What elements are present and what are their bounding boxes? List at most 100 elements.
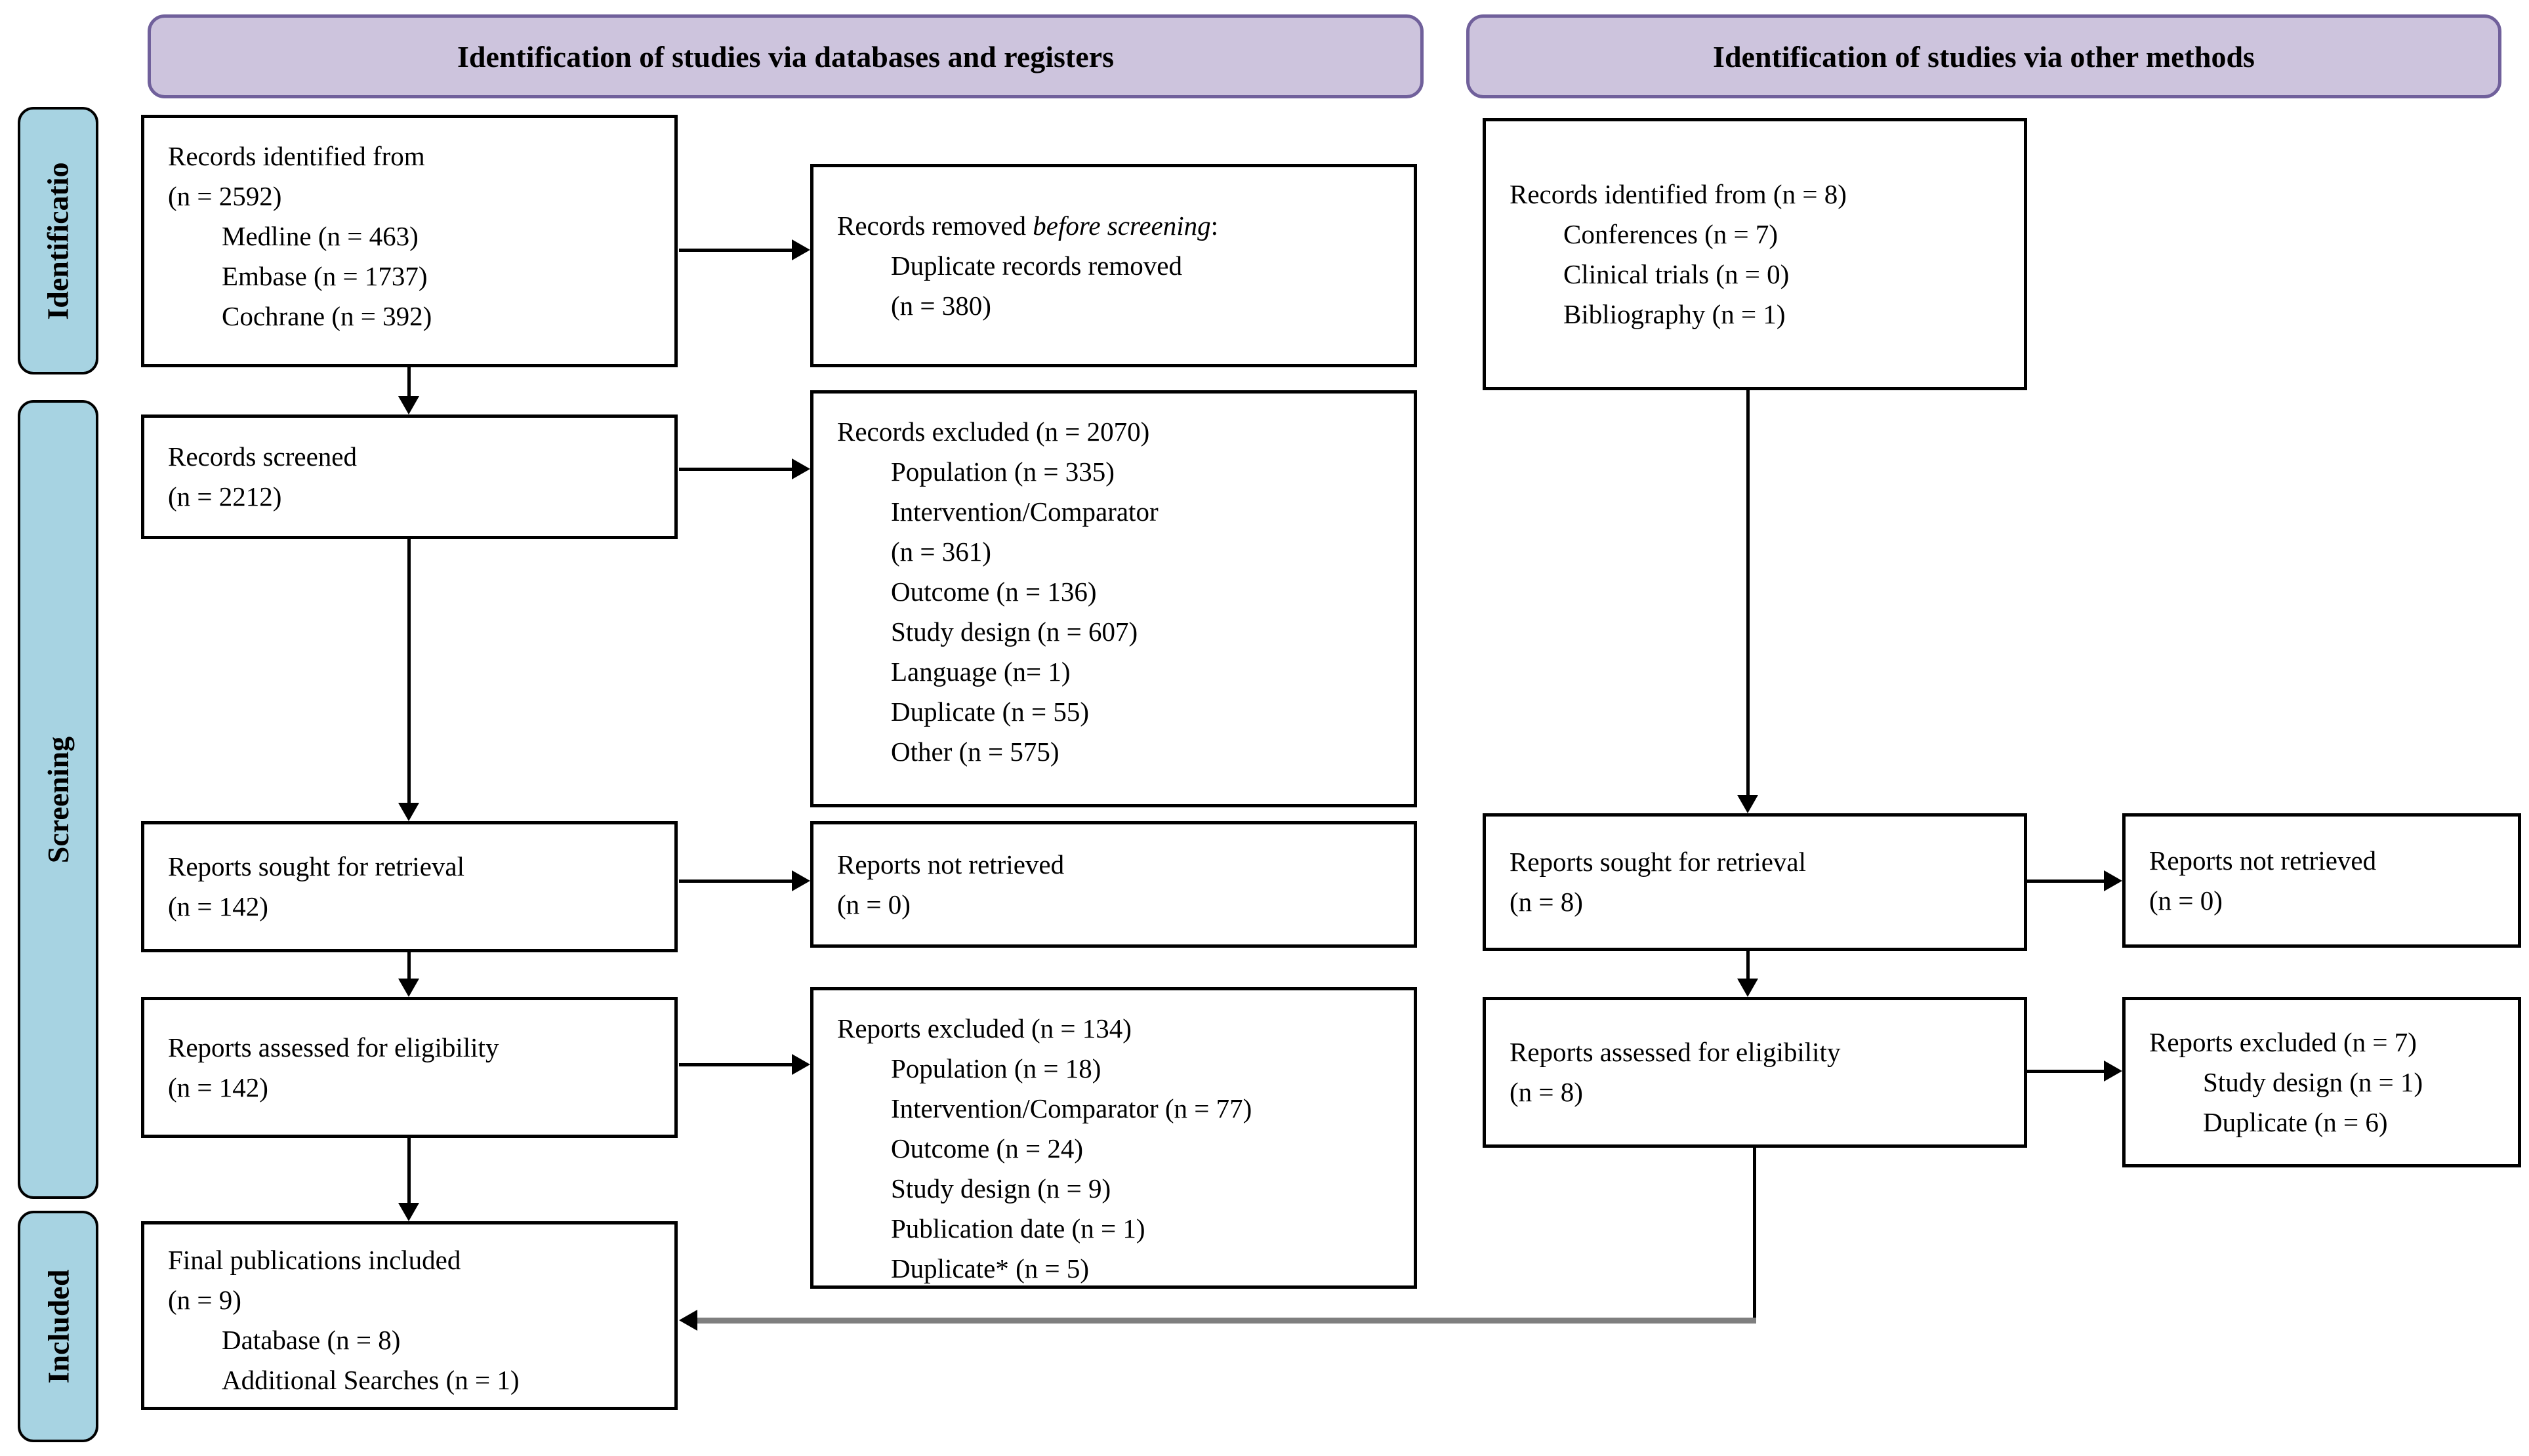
arrow-a1-a2-head (398, 396, 419, 415)
text-line: Reports excluded (n = 134) (837, 1013, 1132, 1043)
box-records-removed-before-screening: Records removed before screening: Duplic… (810, 164, 1417, 367)
arrow-a2-b2-shaft (679, 468, 792, 471)
box-final-publications-included: Final publications included (n = 9) Data… (141, 1221, 678, 1410)
text-line: Reports not retrieved (837, 849, 1065, 880)
arrow-c3-d3-head (2104, 870, 2122, 891)
text-line: Records identified from (n = 8) (1510, 178, 1847, 209)
text-line: (n = 361) (891, 536, 991, 567)
arrow-a1-a2-shaft (407, 365, 411, 396)
text-line: Records identified from (168, 141, 425, 171)
arrow-a3-a4-head (398, 979, 419, 997)
arrow-a4-b4-shaft (679, 1063, 792, 1066)
box-reports-sought-databases: Reports sought for retrieval (n = 142) (141, 821, 678, 952)
text-line: Bibliography (n = 1) (1563, 298, 1786, 329)
text-line: Embase (n = 1737) (222, 261, 428, 291)
arrow-a3-a4-shaft (407, 952, 411, 979)
arrow-a2-b2-head (792, 458, 810, 479)
text-line: Database (n = 8) (222, 1325, 401, 1355)
box-reports-excluded-other: Reports excluded (n = 7) Study design (n… (2122, 997, 2521, 1167)
arrow-a3-b3-head (792, 870, 810, 891)
text-line: Cochrane (n = 392) (222, 301, 432, 331)
stage-label-included-text: Included (41, 1269, 75, 1384)
text-line: Records screened (168, 441, 358, 472)
text-line: Study design (n = 607) (891, 617, 1138, 647)
text-line: Study design (n = 9) (891, 1173, 1111, 1203)
text-line: Reports not retrieved (2149, 845, 2377, 876)
arrow-c4-a5-elbow-vertical (1753, 1148, 1756, 1320)
arrow-a3-b3-shaft (679, 880, 792, 883)
banner-other-label: Identification of studies via other meth… (1713, 39, 2255, 73)
arrow-c3-c4-shaft (1746, 951, 1750, 979)
arrow-a2-a3-shaft (407, 539, 411, 803)
text-line: Reports assessed for eligibility (1510, 1037, 1841, 1067)
arrow-c4-a5-head (679, 1310, 697, 1331)
stage-label-identification-text: Identificatio (41, 161, 75, 320)
text-line: (n = 8) (1510, 1077, 1583, 1107)
box-reports-assessed-other: Reports assessed for eligibility (n = 8) (1483, 997, 2027, 1148)
text-line: Study design (n = 1) (2203, 1066, 2423, 1097)
text-line: Reports excluded (n = 7) (2149, 1026, 2417, 1057)
stage-label-screening-text: Screening (41, 736, 75, 863)
banner-databases-label: Identification of studies via databases … (457, 39, 1114, 73)
text-line: Medline (n = 463) (222, 221, 419, 251)
text-line: (n = 0) (837, 889, 911, 920)
text-line: Reports sought for retrieval (1510, 847, 1807, 877)
arrow-c4-d4-shaft (2027, 1070, 2104, 1073)
box-reports-not-retrieved-databases: Reports not retrieved (n = 0) (810, 821, 1417, 948)
text-line: Other (n = 575) (891, 737, 1059, 767)
text-line: (n = 2212) (168, 481, 282, 512)
text-line: Records excluded (n = 2070) (837, 416, 1150, 447)
text-line: (n = 2592) (168, 181, 282, 211)
text-line: (n = 8) (1510, 887, 1583, 917)
text-line: Publication date (n = 1) (891, 1213, 1145, 1244)
text-line: Intervention/Comparator (891, 496, 1159, 527)
banner-other-methods: Identification of studies via other meth… (1466, 14, 2501, 98)
text-line: Population (n = 18) (891, 1053, 1101, 1083)
arrow-a1-b1-shaft (679, 249, 792, 252)
text-line: Clinical trials (n = 0) (1563, 258, 1790, 289)
text-line: (n = 9) (168, 1285, 241, 1315)
arrow-a2-a3-head (398, 803, 419, 821)
arrow-c1-c3-shaft (1746, 390, 1750, 795)
stage-label-identification: Identificatio (18, 107, 98, 374)
arrow-a4-a5-head (398, 1203, 419, 1221)
box-records-screened: Records screened (n = 2212) (141, 415, 678, 539)
box-records-identified-databases: Records identified from (n = 2592) Medli… (141, 115, 678, 367)
text-line: Language (n= 1) (891, 657, 1071, 687)
arrow-a1-b1-head (792, 239, 810, 260)
text-line: Duplicate (n = 55) (891, 697, 1090, 727)
arrow-c4-d4-head (2104, 1061, 2122, 1082)
arrow-c4-a5-elbow-horizontal (697, 1318, 1756, 1324)
text-line: Additional Searches (n = 1) (222, 1365, 520, 1395)
box-reports-sought-other: Reports sought for retrieval (n = 8) (1483, 813, 2027, 951)
box-records-identified-other: Records identified from (n = 8) Conferen… (1483, 118, 2027, 390)
text-line: Conferences (n = 7) (1563, 218, 1779, 249)
text-line: Reports sought for retrieval (168, 851, 465, 881)
text-line: Records removed before screening: (837, 210, 1219, 241)
text-line: Duplicate (n = 6) (2203, 1106, 2388, 1137)
text-line: Population (n = 335) (891, 456, 1115, 487)
stage-label-screening: Screening (18, 400, 98, 1199)
arrow-c3-c4-head (1737, 979, 1758, 997)
text-line: Final publications included (168, 1245, 461, 1275)
text-line: Outcome (n = 136) (891, 576, 1097, 607)
arrow-c3-d3-shaft (2027, 880, 2104, 883)
text-line: Outcome (n = 24) (891, 1133, 1083, 1163)
text-line: Duplicate* (n = 5) (891, 1253, 1090, 1284)
stage-label-included: Included (18, 1211, 98, 1442)
text-line: (n = 142) (168, 1072, 268, 1102)
box-reports-not-retrieved-other: Reports not retrieved (n = 0) (2122, 813, 2521, 948)
box-reports-excluded-databases: Reports excluded (n = 134) Population (n… (810, 987, 1417, 1289)
arrow-a4-b4-head (792, 1054, 810, 1075)
banner-databases-registers: Identification of studies via databases … (148, 14, 1424, 98)
text-line: Intervention/Comparator (n = 77) (891, 1093, 1252, 1123)
arrow-c1-c3-head (1737, 795, 1758, 813)
text-line: (n = 380) (891, 290, 991, 321)
text-line: (n = 142) (168, 891, 268, 921)
text-line: (n = 0) (2149, 885, 2223, 916)
text-line: Duplicate records removed (891, 250, 1182, 281)
box-records-excluded: Records excluded (n = 2070) Population (… (810, 390, 1417, 807)
box-reports-assessed-databases: Reports assessed for eligibility (n = 14… (141, 997, 678, 1138)
arrow-a4-a5-shaft (407, 1138, 411, 1203)
